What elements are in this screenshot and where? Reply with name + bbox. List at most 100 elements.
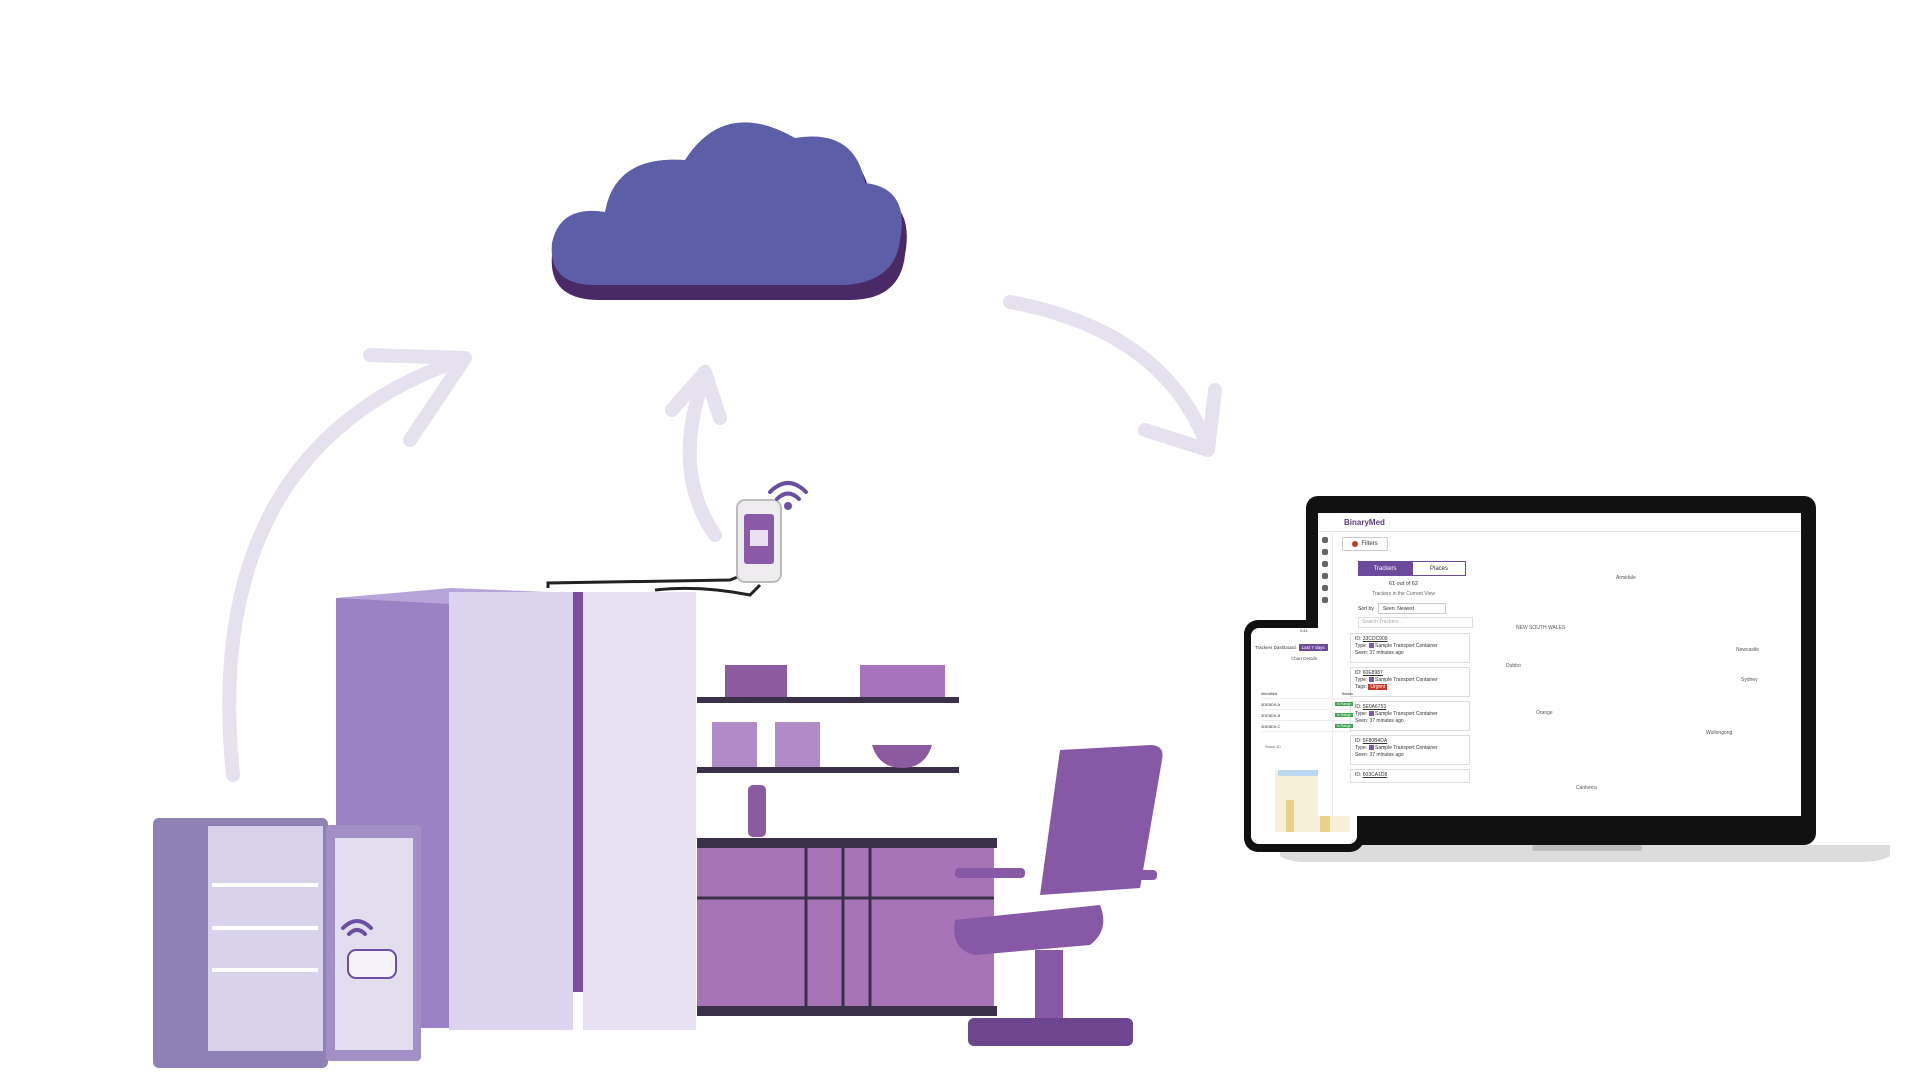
status-badge: In Range [1334,713,1353,717]
map-label: Canberra [1576,785,1597,791]
map-label: Newcastle [1736,647,1760,653]
small-fridge-interior [208,826,323,1051]
logger-qr [750,530,768,546]
row-id: 3DE8D9-A [1261,701,1281,707]
row-id: 3DE8D9-B [1261,712,1281,718]
wifi-icon [341,919,373,936]
map-label: Orange [1536,710,1553,716]
row-id: 3DE8D9-C [1261,723,1281,729]
lab-chair [954,745,1163,1046]
tracker-card[interactable]: ID: 603CA1D8 [1350,769,1470,783]
map-label: Sydney [1741,677,1758,683]
cloud-icon [551,122,907,300]
tracker-id[interactable]: 60E8987 [1362,670,1383,676]
lab-bench [697,665,997,1016]
tracker-card[interactable]: ID: 5F80B4DA Type: Sample Transport Cont… [1350,735,1470,765]
fridge-door-right [583,592,696,1030]
tracker-card[interactable]: ID: 60E8987 Type: Sample Transport Conta… [1350,667,1470,697]
tracker-map[interactable]: NEW SOUTH WALES Sydney Canberra Dubbo Or… [1476,555,1801,816]
sort-select[interactable]: Seen: Newest [1377,603,1446,614]
tracker-card[interactable]: ID: 5E0A6753 Type: Sample Transport Cont… [1350,701,1470,731]
bell-icon[interactable] [1322,573,1328,579]
laptop-notch [1532,845,1642,851]
phone-dashboard: 9:41 Trackers Dashboard Last 7 days Char… [1251,628,1357,844]
tracker-id[interactable]: 33CDC909 [1362,636,1388,642]
tracker-count-subtitle: Trackers in the Current View [1371,591,1436,597]
container-icon [1368,711,1374,717]
arrow-logger-to-cloud-head [665,365,727,425]
home-icon[interactable] [1322,537,1328,543]
small-refrigerator [153,818,421,1068]
page-size-select[interactable]: Show 10 [1265,744,1281,749]
filter-badge-icon [1352,541,1359,547]
tracker-id[interactable]: 5E0A6753 [1362,704,1387,710]
phone-chart-bars [1286,800,1330,832]
status-badge: In Range [1334,702,1353,706]
laptop-dashboard: BinaryMed Filters Trackers Places 61 out… [1318,513,1801,816]
logger-cable-2 [654,583,762,597]
arrow-fridge-to-cloud-head [363,348,472,447]
chair-seat [954,905,1104,955]
vase [748,785,766,837]
tab-places[interactable]: Places [1412,561,1466,576]
sort-control: Sort by Seen: Newest [1358,603,1446,614]
tracker-id[interactable]: 5F80B4DA [1362,738,1388,744]
fridge-door-left [449,592,573,1030]
counter-base [697,1006,997,1016]
chair-arm [955,868,1025,878]
arrow-fridge-to-cloud [222,353,467,782]
tracker-card[interactable]: ID: 33CDC909 Type: Sample Transport Cont… [1350,633,1470,663]
tracker-tabs: Trackers Places [1358,561,1466,576]
tab-trackers[interactable]: Trackers [1358,561,1412,576]
phone-status-bar: 9:41 [1300,628,1308,633]
tracker-id[interactable]: 603CA1D8 [1362,772,1388,778]
container-icon [1368,745,1374,751]
tracker-seen: 37 minutes ago [1369,752,1404,758]
globe-icon[interactable] [1322,549,1328,555]
filters-label: Filters [1361,541,1378,547]
tracker-type: Sample Transport Container [1375,745,1438,751]
cabinet-lines [697,848,994,1008]
chair-arm-2 [1085,870,1157,880]
tracker-type: Sample Transport Container [1375,711,1438,717]
map-label: NEW SOUTH WALES [1516,625,1566,631]
tracker-count: 61 out of 62 [1388,581,1419,587]
column-header: Identified [1261,690,1278,696]
filters-button[interactable]: Filters [1342,537,1388,551]
bottles [860,665,945,697]
phone-header-text: Trackers Dashboard [1255,644,1296,650]
container-icon [1368,677,1374,683]
phone-section-title: Chart Details [1290,656,1317,661]
location-icon[interactable] [1322,597,1328,603]
tracker-list: ID: 33CDC909 Type: Sample Transport Cont… [1350,633,1470,787]
laptop-base [1280,845,1890,862]
app-header: BinaryMed [1318,513,1801,532]
file-icon[interactable] [1322,585,1328,591]
test-tubes-1 [712,722,757,767]
table-header: Identified Status [1261,688,1353,699]
map-label: Armidale [1616,575,1636,581]
tracker-search-input[interactable]: Search Trackers... [1358,617,1473,628]
chart-icon[interactable] [1322,561,1328,567]
tracker-type: Sample Transport Container [1375,643,1438,649]
chair-base [968,1018,1133,1046]
tracker-panel: Trackers Places 61 out of 62 Trackers in… [1336,555,1473,816]
arrow-logger-to-cloud [682,368,722,542]
tracker-type: Sample Transport Container [1375,677,1438,683]
counter-cabinet [697,848,994,1008]
tracker-seen: 37 minutes ago [1369,718,1404,724]
bowl [872,745,932,768]
shelf-bottom [697,767,959,773]
table-row[interactable]: 3DE8D9-A In Range [1261,699,1353,710]
map-label: Wollongong [1706,730,1733,736]
table-row[interactable]: 3DE8D9-C In Range [1261,721,1353,732]
container-icon [1368,643,1374,649]
status-badge: In Range [1334,724,1353,728]
cloud-body [551,122,902,285]
small-fridge-shelves [212,883,318,972]
table-row[interactable]: 3DE8D9-B In Range [1261,710,1353,721]
small-fridge-door-inner [335,838,413,1050]
date-range-button[interactable]: Last 7 days [1298,643,1328,651]
fridge-handle [573,592,583,992]
phone-table: Identified Status 3DE8D9-A In Range 3DE8… [1261,688,1353,732]
